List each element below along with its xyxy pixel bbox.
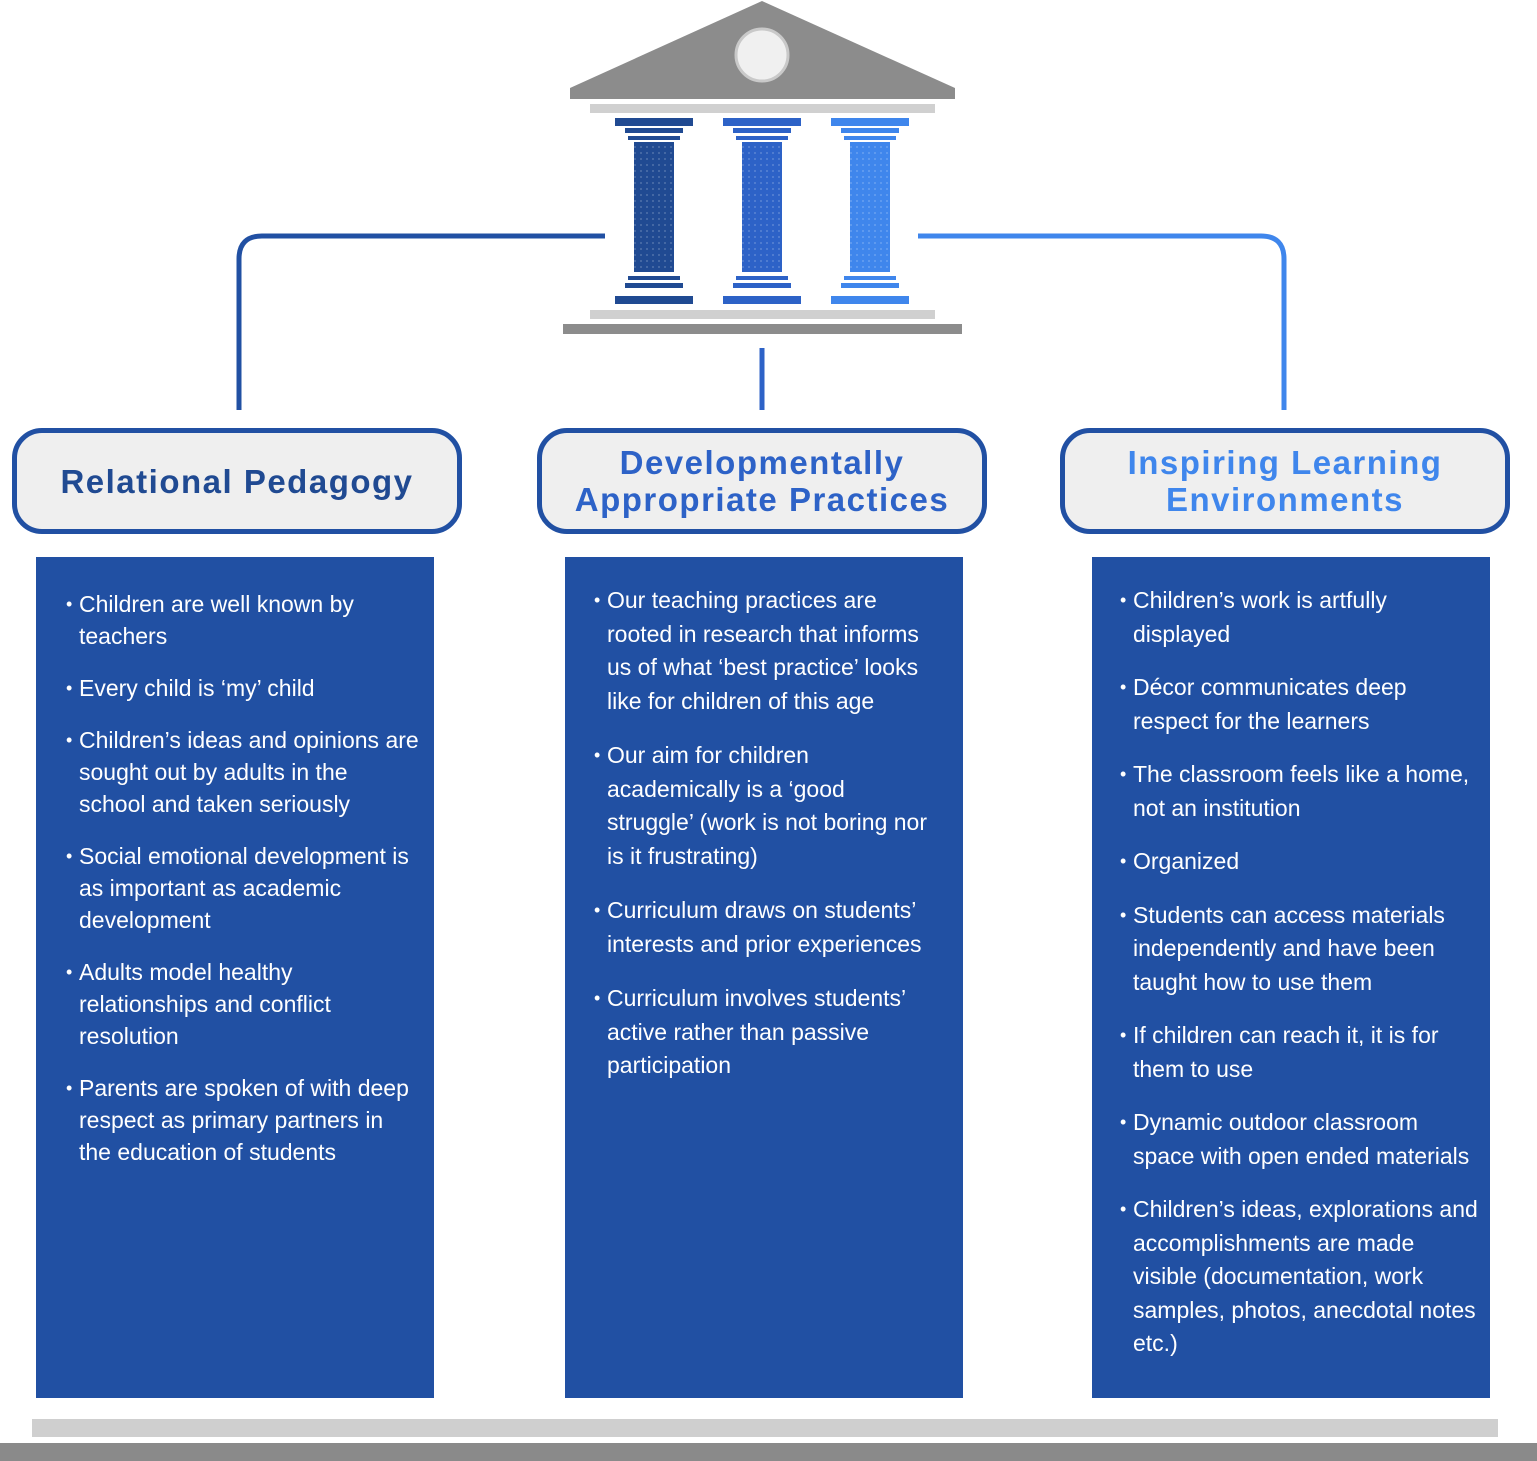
building-base-top <box>590 310 935 319</box>
list-item: Children are well known by teachers <box>66 588 420 652</box>
list-item: Social emotional development is as impor… <box>66 840 420 936</box>
list-item: Our teaching practices are rooted in res… <box>594 584 936 718</box>
list-item: Children’s ideas, explorations and accom… <box>1120 1193 1482 1361</box>
column-light-blue <box>831 118 909 304</box>
bullet-list: Children’s work is artfully displayed Dé… <box>1120 584 1482 1381</box>
list-item: Dynamic outdoor classroom space with ope… <box>1120 1106 1482 1173</box>
list-item: Children’s work is artfully displayed <box>1120 584 1482 651</box>
list-item: Students can access materials independen… <box>1120 899 1482 1000</box>
list-item: Curriculum draws on students’ interests … <box>594 894 936 961</box>
column-mid-blue <box>723 118 801 304</box>
bullet-list: Our teaching practices are rooted in res… <box>594 584 936 1104</box>
connector-left <box>236 233 605 410</box>
pillar-title: Developmentally Appropriate Practices <box>574 444 950 518</box>
pillar-header-inspiring-learning-environments: Inspiring Learning Environments <box>1060 428 1510 534</box>
roof-emblem <box>734 27 790 83</box>
list-item: Décor communicates deep respect for the … <box>1120 671 1482 738</box>
pillar-panel-inspiring-learning-environments: Children’s work is artfully displayed Dé… <box>1092 557 1490 1398</box>
list-item: Our aim for children academically is a ‘… <box>594 739 936 873</box>
column-dark-blue <box>615 118 693 304</box>
temple-columns-icon <box>563 1 962 334</box>
foundation-step-dark <box>0 1443 1537 1461</box>
list-item: Organized <box>1120 845 1482 879</box>
bullet-list: Children are well known by teachers Ever… <box>66 588 420 1188</box>
connector-lines <box>236 233 1287 410</box>
building-base-bottom <box>563 324 962 334</box>
connector-right <box>918 233 1287 410</box>
entablature <box>590 104 935 113</box>
list-item: Curriculum involves students’ active rat… <box>594 982 936 1083</box>
pillar-title: Inspiring Learning Environments <box>1127 444 1443 518</box>
pillar-header-developmentally-appropriate-practices: Developmentally Appropriate Practices <box>537 428 987 534</box>
pillar-panel-developmentally-appropriate-practices: Our teaching practices are rooted in res… <box>565 557 963 1398</box>
list-item: Children’s ideas and opinions are sought… <box>66 724 420 820</box>
foundation-step-light <box>32 1419 1498 1437</box>
list-item: Parents are spoken of with deep respect … <box>66 1072 420 1168</box>
pillar-header-relational-pedagogy: Relational Pedagogy <box>12 428 462 534</box>
list-item: If children can reach it, it is for them… <box>1120 1019 1482 1086</box>
pillar-title: Relational Pedagogy <box>60 462 414 500</box>
list-item: Adults model healthy relationships and c… <box>66 956 420 1052</box>
list-item: The classroom feels like a home, not an … <box>1120 758 1482 825</box>
pillar-panel-relational-pedagogy: Children are well known by teachers Ever… <box>36 557 434 1398</box>
list-item: Every child is ‘my’ child <box>66 672 420 704</box>
